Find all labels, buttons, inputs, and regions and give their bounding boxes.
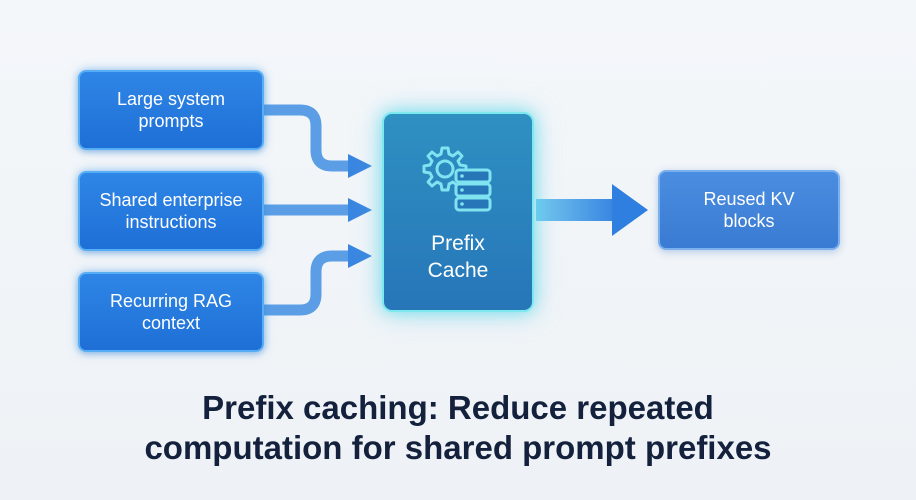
input-label: Recurring RAG context — [110, 290, 232, 334]
output-label: Reused KV blocks — [703, 188, 794, 232]
input-label: Shared enterprise instructions — [99, 189, 242, 233]
arrowhead-bottom — [348, 244, 372, 268]
gear-database-icon — [422, 146, 492, 212]
prefix-cache-box: Prefix Cache — [382, 112, 534, 312]
output-label-line2: blocks — [723, 211, 775, 231]
cache-label-line1: Prefix — [431, 232, 485, 255]
diagram-caption: Prefix caching: Reduce repeated computat… — [0, 388, 916, 468]
input-box-large-system-prompts: Large system prompts — [78, 70, 264, 150]
connector-arrow-top — [264, 104, 350, 172]
output-label-line1: Reused KV — [703, 189, 795, 209]
caption-line1: Prefix caching: Reduce repeated — [202, 389, 714, 426]
prefix-cache-label: Prefix Cache — [428, 230, 489, 284]
input-label-line1: Shared enterprise — [99, 190, 243, 210]
input-label-line2: context — [141, 313, 201, 333]
input-label-line1: Large system — [116, 89, 226, 109]
arrowhead-output — [612, 184, 648, 236]
input-label-line1: Recurring RAG — [109, 291, 233, 311]
input-box-recurring-rag-context: Recurring RAG context — [78, 272, 264, 352]
connector-arrow-output — [536, 199, 614, 221]
cache-label-line2: Cache — [427, 259, 489, 282]
arrowhead-top — [348, 154, 372, 178]
caption-line2: computation for shared prompt prefixes — [144, 429, 772, 466]
input-label-line2: prompts — [138, 111, 204, 131]
input-box-shared-enterprise-instructions: Shared enterprise instructions — [78, 171, 264, 251]
arrowhead-middle — [348, 198, 372, 222]
input-label-line2: instructions — [125, 212, 217, 232]
connector-arrow-bottom — [264, 250, 350, 316]
output-box-reused-kv-blocks: Reused KV blocks — [658, 170, 840, 250]
input-label: Large system prompts — [117, 88, 225, 132]
